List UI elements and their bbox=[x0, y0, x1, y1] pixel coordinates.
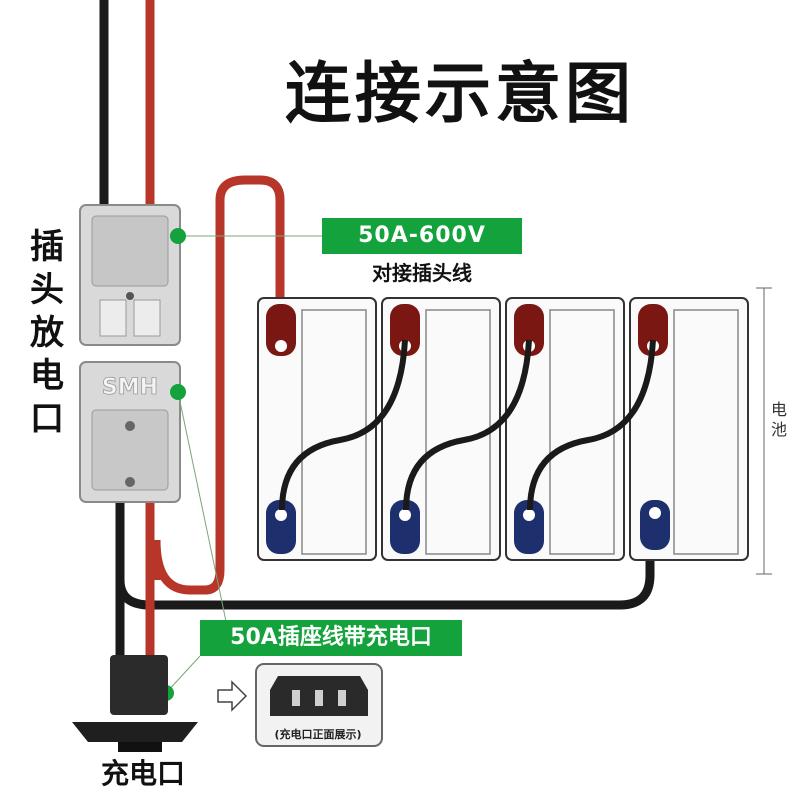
negative-terminal bbox=[640, 500, 670, 550]
page-title: 连接示意图 bbox=[285, 55, 635, 132]
leader-port bbox=[165, 655, 201, 694]
plug-brand-mark: SMH bbox=[102, 375, 159, 401]
marker-dot bbox=[170, 228, 186, 244]
negative-terminal bbox=[390, 500, 420, 554]
charging-port bbox=[72, 655, 198, 752]
lower-plug bbox=[79, 361, 181, 503]
plug-brand-text: SMH bbox=[102, 375, 158, 400]
negative-terminal bbox=[514, 500, 544, 554]
battery-2 bbox=[381, 297, 501, 561]
connector-badge: 50A-600V bbox=[322, 218, 522, 254]
socket-badge: 50A插座线带充电口 bbox=[200, 620, 462, 656]
connector-sublabel: 对接插头线 bbox=[372, 261, 472, 285]
arrow-right-icon bbox=[217, 680, 248, 712]
jumper-3-4 bbox=[527, 339, 656, 511]
battery-1 bbox=[257, 297, 377, 561]
discharge-port-label: 插头放电口 bbox=[30, 227, 64, 439]
positive-terminal bbox=[390, 304, 420, 356]
battery-3 bbox=[505, 297, 625, 561]
jumper-2-3 bbox=[403, 339, 532, 511]
socket-front-caption: (充电口正面展示) bbox=[274, 728, 362, 741]
jumper-1-2 bbox=[279, 339, 408, 511]
battery-4 bbox=[629, 297, 749, 561]
positive-terminal bbox=[266, 304, 296, 356]
socket-front-view bbox=[255, 663, 383, 747]
positive-terminal bbox=[514, 304, 544, 356]
charge-port-label: 充电口 bbox=[100, 757, 185, 790]
battery-label: 电池 bbox=[770, 400, 787, 439]
upper-plug bbox=[79, 204, 181, 346]
red-wire-loop bbox=[151, 175, 285, 595]
negative-terminal bbox=[266, 500, 296, 554]
marker-dot bbox=[170, 384, 186, 400]
battery-bracket bbox=[756, 287, 772, 575]
positive-terminal bbox=[638, 304, 668, 356]
